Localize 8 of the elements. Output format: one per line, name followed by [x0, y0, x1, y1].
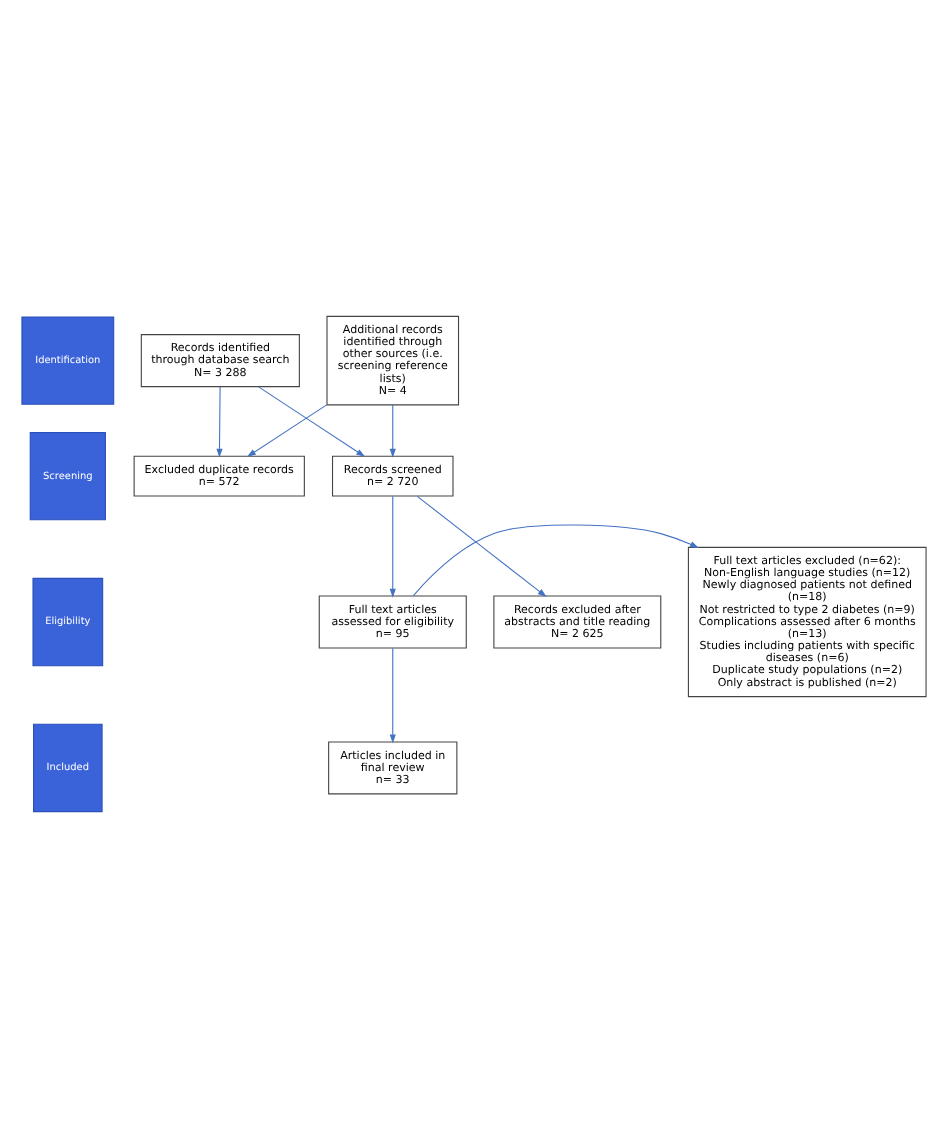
arrow	[389, 494, 396, 597]
arrow	[247, 403, 328, 456]
arrow	[389, 403, 396, 457]
arrow	[216, 385, 223, 457]
arrow	[416, 494, 547, 596]
arrow	[389, 646, 396, 743]
arrow	[412, 523, 699, 596]
arrow	[258, 385, 366, 456]
